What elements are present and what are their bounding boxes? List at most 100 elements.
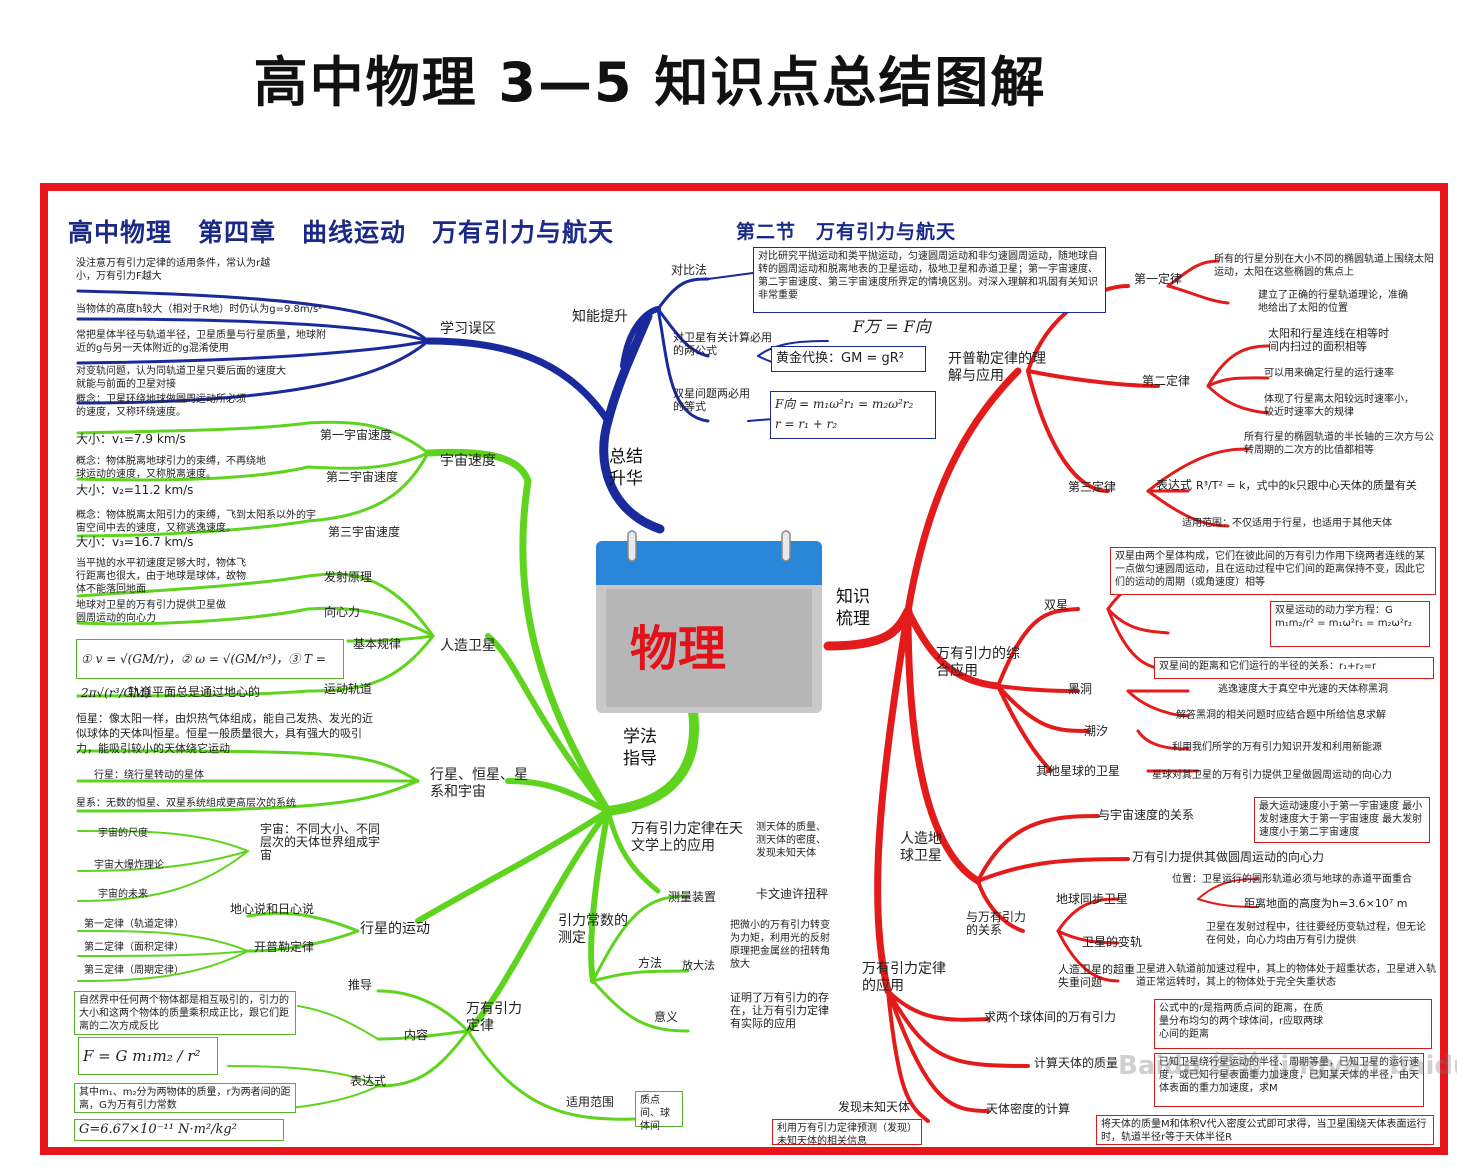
universe-definition: 宇宙：不同大小、不同层次的天体世界组成宇宙 [260, 822, 381, 862]
second-speed-value: 大小：v₂=11.2 km/s [76, 483, 194, 497]
amplify-method: 放大法 [682, 959, 715, 972]
motion-orbit: 运动轨道 [324, 682, 373, 696]
compute-mass-box: 已知卫星绕行星运动的半径、周期等量，已知卫星的运行速度，或已知行星表面重力加速度… [1154, 1053, 1424, 1107]
galaxy-definition: 星系：无数的恒星、双星系统组成更高层次的系统 [76, 798, 296, 809]
compare-box: 对比研究平抛运动和类平抛运动，匀速圆周运动和非匀速圆周运动，随地球自转的圆周运动… [753, 247, 1106, 313]
hub-summary: 总结升华 [609, 447, 643, 489]
second-speed-concept: 概念：物体脱离地球引力的束缚，不再绕地球运动的速度，又称脱离速度。 [76, 456, 266, 480]
branch-planet-motion: 行星的运动 [360, 921, 430, 937]
geocentric-heliocentric: 地心说和日心说 [230, 902, 315, 916]
kepler-first: 第一定律（轨道定律） [84, 919, 184, 930]
first-speed-value: 大小：v₁=7.9 km/s [76, 432, 186, 446]
launch-text: 当平抛的水平初速度足够大时，物体飞行距离也很大，由于地球是球体，故物体不能落回地… [76, 558, 246, 595]
law-formula-note: 其中m₁、m₂分为两物体的质量，r为两者间的距离，G为万有引力常数 [74, 1083, 296, 1113]
law-content: 内容 [404, 1028, 429, 1042]
two-spheres-box: 公式中的r是指两质点间的距离，在质量分布均匀的两个球体间，r应取两球心间的距离 … [1154, 999, 1432, 1068]
mistake-item: 对变轨问题，认为同轨道卫星只要后面的速度大就能与前面的卫星对接 [76, 366, 286, 390]
law-derivation: 推导 [348, 978, 373, 992]
binary-formula-box: F向 = m₁ω²r₁ = m₂ω²r₂ r = r₁ + r₂ [770, 391, 936, 439]
branch-gravity-law: 万有引力定律 [466, 1001, 522, 1034]
binary-formula-1: F向 = m₁ω²r₁ = m₂ω²r₂ [775, 397, 914, 411]
kepler-first-law: 第一定律 [1134, 272, 1183, 286]
branch-stars: 行星、恒星、星系和宇宙 [430, 767, 528, 800]
formula-f-equal: F万 = F向 [853, 317, 931, 336]
method-binary: 双星问题两必用的等式 [673, 387, 750, 413]
centripetal-text: 地球对卫星的万有引力提供卫星做圆周运动的向心力 [76, 600, 226, 624]
kepler-third: 第三定律（周期定律） [84, 965, 184, 976]
kepler-first-text: 所有的行星分别在大小不同的椭圆轨道上围绕太阳运动，太阳在这些椭圆的焦点上 [1214, 254, 1434, 278]
basic-law: 基本规律 [353, 637, 402, 651]
overweight-text: 卫星进入轨道前加速过程中，其上的物体处于超重状态，卫星进入轨道正常运转时，其上的… [1136, 964, 1436, 988]
third-speed-value: 大小：v₃=16.7 km/s [76, 535, 194, 549]
universe-scale: 宇宙的尺度 [98, 828, 148, 839]
branch-combined: 万有引力的综合应用 [936, 646, 1020, 679]
method-compare: 对比法 [671, 263, 708, 277]
black-hole-solve: 解答黑洞的相关问题时应结合题中所给信息求解 [1176, 710, 1386, 721]
kepler-first-significance: 建立了正确的行星轨道理论，准确地给出了太阳的位置 [1258, 290, 1408, 314]
red-branches [823, 259, 1270, 1123]
binary-star: 双星 [1044, 598, 1069, 612]
branch-constant: 引力常数的测定 [558, 913, 628, 946]
binary-radius-box: 双星间的距离和它们运行的半径的关系：r₁+r₂=r [1154, 657, 1434, 679]
law-expression: 表达式 [350, 1074, 387, 1088]
geo-height: 距离地面的高度为h=3.6×10⁷ m [1244, 897, 1408, 910]
blue-to-improve [620, 306, 661, 369]
third-speed-concept: 概念：物体脱离太阳引力的束缚，飞到太阳系以外的宇宙空间中去的速度，又称逃逸速度。 [76, 510, 316, 534]
kepler-second: 第二定律（面积定律） [84, 942, 184, 953]
kepler-laws: 开普勒定律 [254, 940, 315, 954]
law-scope-box: 质点间、球体间 [635, 1091, 683, 1132]
geo-satellite: 地球同步卫星 [1056, 892, 1129, 906]
meaning-text: 证明了万有引力的存在，让万有引力定律有实际的应用 [730, 991, 829, 1030]
golden-substitution: 黄金代换：GM = gR² [771, 346, 926, 372]
mistake-item: 当物体的高度h较大（相对于R地）时仍认为g=9.8m/s² [76, 304, 323, 315]
chapter-header: 高中物理 第四章 曲线运动 万有引力与航天 [68, 218, 615, 247]
constant-meaning: 意义 [654, 1010, 679, 1024]
branch-kepler: 开普勒定律的理解与应用 [948, 351, 1046, 384]
watermark: Baidu 经验 jingyan.baidu.com [1118, 1051, 1457, 1081]
gravity-centripetal: 万有引力提供其做圆周运动的向心力 [1132, 850, 1325, 864]
kepler-second-rule: 体现了行星离太阳较远时速率小，较近时速率大的规律 [1264, 394, 1414, 418]
centripetal-force: 向心力 [324, 605, 361, 619]
geo-position: 位置：卫星运行的圆形轨道必须与地球的赤道平面重合 [1172, 874, 1412, 885]
branch-cosmic-speed: 宇宙速度 [440, 453, 496, 469]
mistake-item: 没注意万有引力定律的适用条件，常认为r越小，万有引力F越大 [76, 258, 271, 282]
discover-unknown-box: 利用万有引力定律预测（发现）未知天体的相关信息 [772, 1119, 922, 1147]
kepler-third-text: 所有行星的椭圆轨道的半长轴的三次方与公转周期的二次方的比值都相等 [1244, 432, 1434, 456]
planet-definition: 行星：绕行星转动的星体 [94, 770, 204, 781]
calendar-icon [596, 530, 822, 713]
relation-speed: 与宇宙速度的关系 [1098, 808, 1195, 822]
relation-speed-box: 最大运动速度小于第一宇宙速度 最小发射速度大于第一宇宙速度 最大发射速度小于第二… [1254, 797, 1430, 843]
relation-gravity: 与万有引力的关系 [966, 910, 1027, 937]
astronomy-uses: 测天体的质量、测天体的密度、发现未知天体 [756, 822, 826, 859]
orbit-change-text: 卫星在发射过程中，往往要经历变轨过程，但无论在何处，向心力均由万有引力提供 [1206, 922, 1426, 946]
center-label: 物理 [630, 621, 727, 677]
compute-mass: 计算天体的质量 [1034, 1056, 1119, 1070]
hub-method: 学法指导 [623, 727, 657, 769]
overweight-weightless: 人造卫星的超重失重问题 [1058, 963, 1135, 989]
law-formula: F = G m₁m₂ / r² [78, 1037, 218, 1075]
first-speed-concept: 概念：卫星环绕地球做圆周运动所必须的速度，又称环绕速度。 [76, 394, 246, 418]
launch-principle: 发射原理 [324, 570, 373, 584]
universe-future: 宇宙的未来 [98, 889, 148, 900]
compute-density-box: 将天体的质量M和体积V代入密度公式即可求得，当卫星围绕天体表面运行时，轨道半径r… [1096, 1115, 1434, 1145]
black-hole: 黑洞 [1068, 682, 1093, 696]
kepler-third-formula: R³/T² = k，式中的k只跟中心天体的质量有关 [1196, 479, 1417, 492]
branch-satellite: 人造卫星 [440, 638, 496, 654]
kepler-second-text: 太阳和行星连线在相等时间内扫过的面积相等 [1268, 327, 1389, 353]
blue-to-mistakes [424, 337, 612, 425]
first-cosmic-speed: 第一宇宙速度 [320, 428, 393, 442]
two-spheres: 求两个球体间的万有引力 [984, 1010, 1117, 1024]
mistake-item: 常把星体半径与轨道半径，卫星质量与行星质量，地球附近的g与另一天体附近的g混淆使… [76, 330, 326, 354]
binary-dynamics-box: 双星运动的动力学方程：G m₁m₂/r² = m₁ω²r₁ = m₂ω²r₂ [1270, 601, 1430, 647]
tide-text: 利用我们所学的万有引力知识开发和利用新能源 [1172, 742, 1382, 753]
star-definition: 恒星：像太阳一样，由炽热气体组成，能自己发热、发光的近似球体的天体叫恒星。恒星一… [76, 712, 373, 755]
compute-density: 天体密度的计算 [986, 1102, 1071, 1116]
method-two-formulas: 对卫星有关计算必用的两公式 [673, 331, 772, 357]
binary-formula-2: r = r₁ + r₂ [775, 417, 838, 431]
mindmap-frame: 高中物理 第四章 曲线运动 万有引力与航天 第二节 万有引力与航天 物理 总结升… [40, 183, 1457, 1155]
cavendish-balance: 卡文迪许扭秤 [756, 887, 829, 901]
kepler-third-law: 第三定律 [1068, 480, 1117, 494]
branch-application: 万有引力定律的应用 [862, 961, 946, 994]
two-spheres-text: 公式中的r是指两质点间的距离，在质量分布均匀的两个球体间，r应取两球心间的距离 [1159, 1003, 1324, 1040]
document-title: 高中物理 3—5 知识点总结图解 [253, 51, 1047, 114]
